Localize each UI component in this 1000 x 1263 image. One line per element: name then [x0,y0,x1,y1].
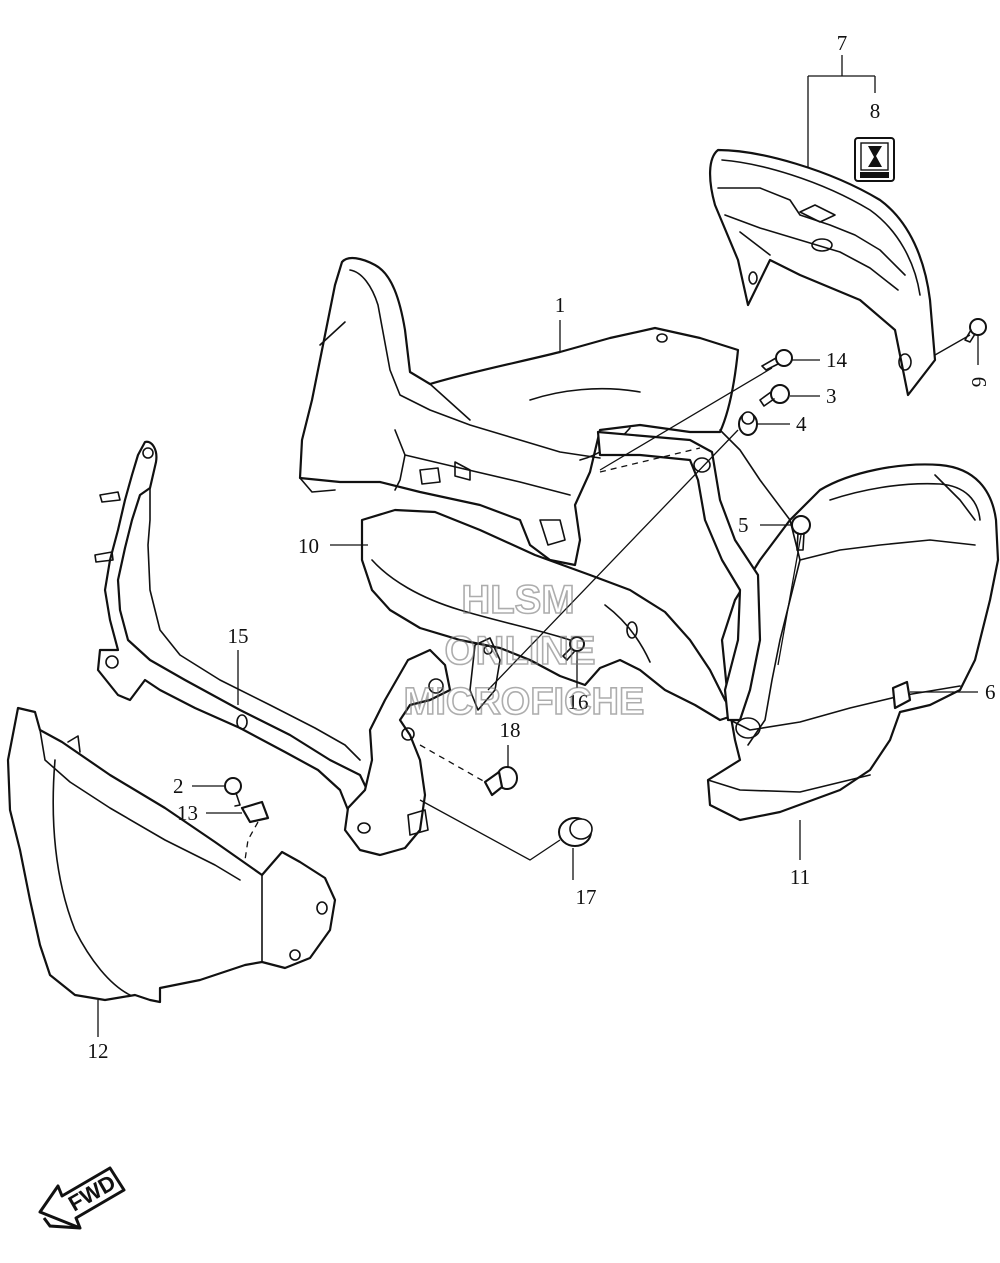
callout-6: 6 [985,680,996,704]
watermark-line-1: HLSM [461,578,574,622]
part-5-screw [791,515,811,551]
part-13-clip [240,800,270,824]
callout-8: 8 [870,99,881,123]
part-2-screw [224,777,242,807]
callout-11: 11 [790,865,810,889]
callout-15: 15 [228,624,249,648]
assembly-lines [244,447,701,861]
callout-5: 5 [738,513,749,537]
hinge-bracket [343,637,501,857]
part-14-screw [761,349,793,371]
callout-10: 10 [298,534,319,558]
part-15-frame-bracket [94,440,374,822]
part-3-screw [759,384,790,407]
part-12-left-cover [6,706,337,1004]
callout-7: 7 [837,31,848,55]
watermark-line-2: ONLINE [444,629,595,673]
part-16-screw [562,636,585,661]
part-9-screw [964,318,987,343]
callout-labels: 7 8 1 14 3 4 9 5 6 10 11 15 16 18 17 2 1… [88,31,996,1063]
part-4-grommet [738,411,758,436]
callout-1: 1 [555,293,566,317]
part-11-side-panel [706,429,1000,822]
part-10-lower-cover [360,508,737,722]
watermark-line-3: MICROFICHE [404,681,645,723]
callout-14: 14 [826,348,848,372]
part-18-bolt [483,766,518,797]
callout-12: 12 [88,1039,109,1063]
callout-17: 17 [576,885,597,909]
callout-16: 16 [568,690,589,714]
callout-2: 2 [173,774,184,798]
callout-4: 4 [796,412,807,436]
support-arm [596,430,762,722]
callout-9: 9 [967,377,991,388]
watermark: HLSM ONLINE MICROFICHE [403,577,645,724]
callout-18: 18 [500,718,521,742]
callout-3: 3 [826,384,837,408]
part-17-grommet [558,817,593,847]
callout-13: 13 [177,801,198,825]
suzuki-s-logo-icon [868,146,882,167]
part-8-emblem [854,137,895,182]
leader-lines [97,55,979,1037]
part-7-meter-cover [709,148,937,397]
part-6-clip-nut [891,680,912,710]
fwd-arrow-icon: FWD [38,1166,126,1230]
